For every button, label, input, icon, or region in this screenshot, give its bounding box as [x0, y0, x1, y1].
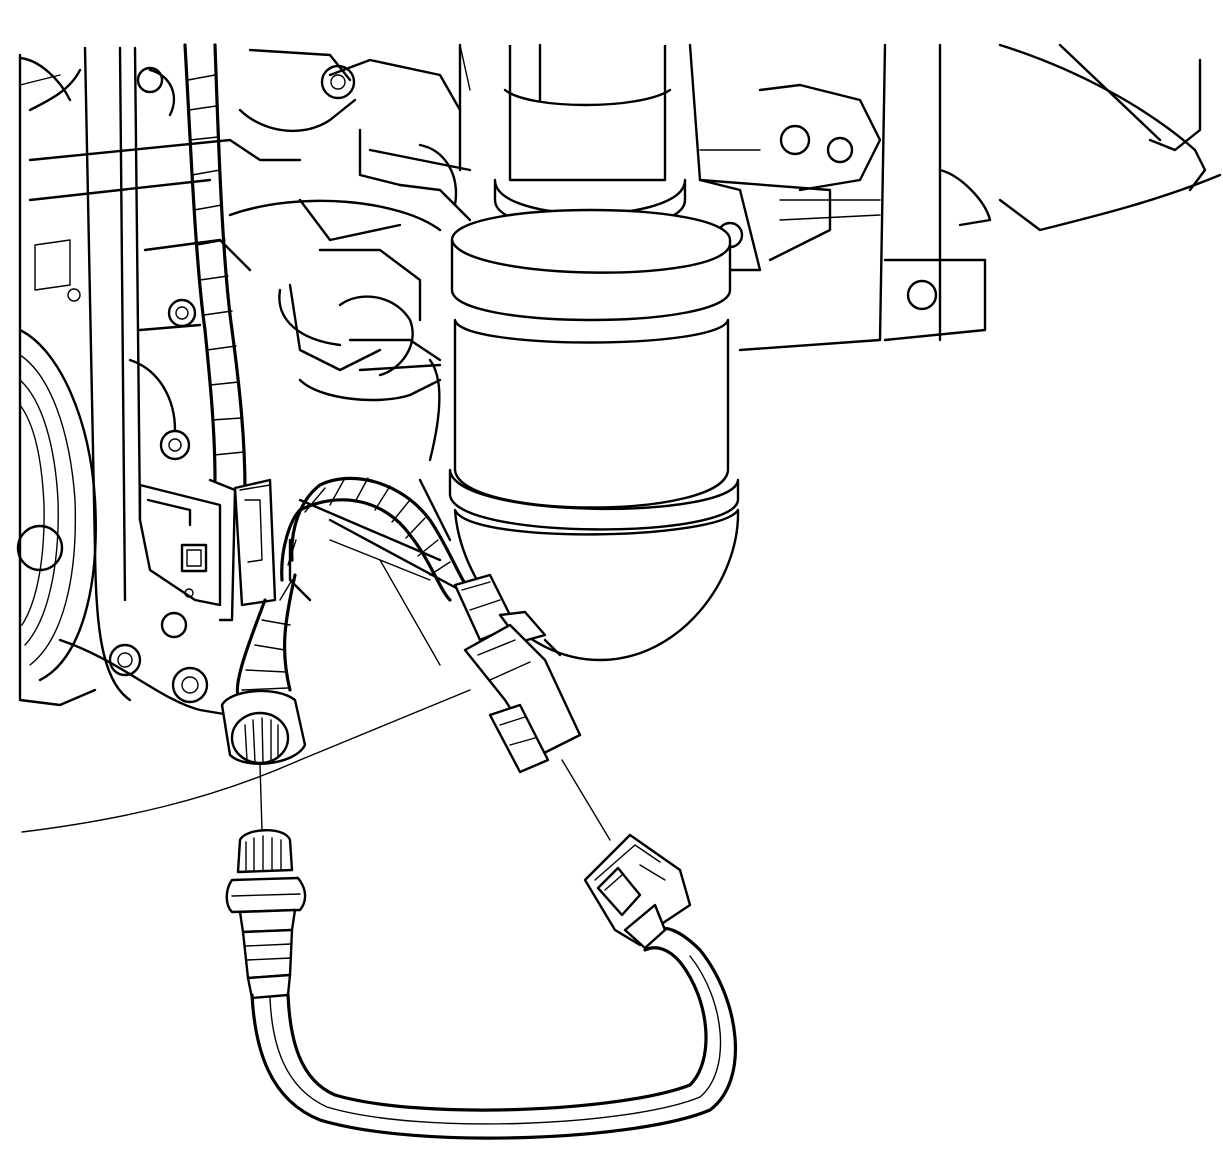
- catalytic-converter: [448, 43, 740, 662]
- harness-connector: [453, 573, 582, 774]
- accessory-pulley: [16, 56, 97, 682]
- engine-block: [18, 43, 1222, 833]
- leader-lines: [259, 559, 611, 841]
- sensor-connector: [583, 833, 692, 950]
- harness-bracket: [108, 478, 277, 704]
- sensor-boss: [220, 689, 307, 765]
- sensor-pigtail: [250, 926, 738, 1140]
- harness-loop: [235, 476, 472, 702]
- oxygen-sensor: [225, 829, 307, 1000]
- wiring-harness: [159, 43, 247, 492]
- drive-belt: [58, 46, 262, 722]
